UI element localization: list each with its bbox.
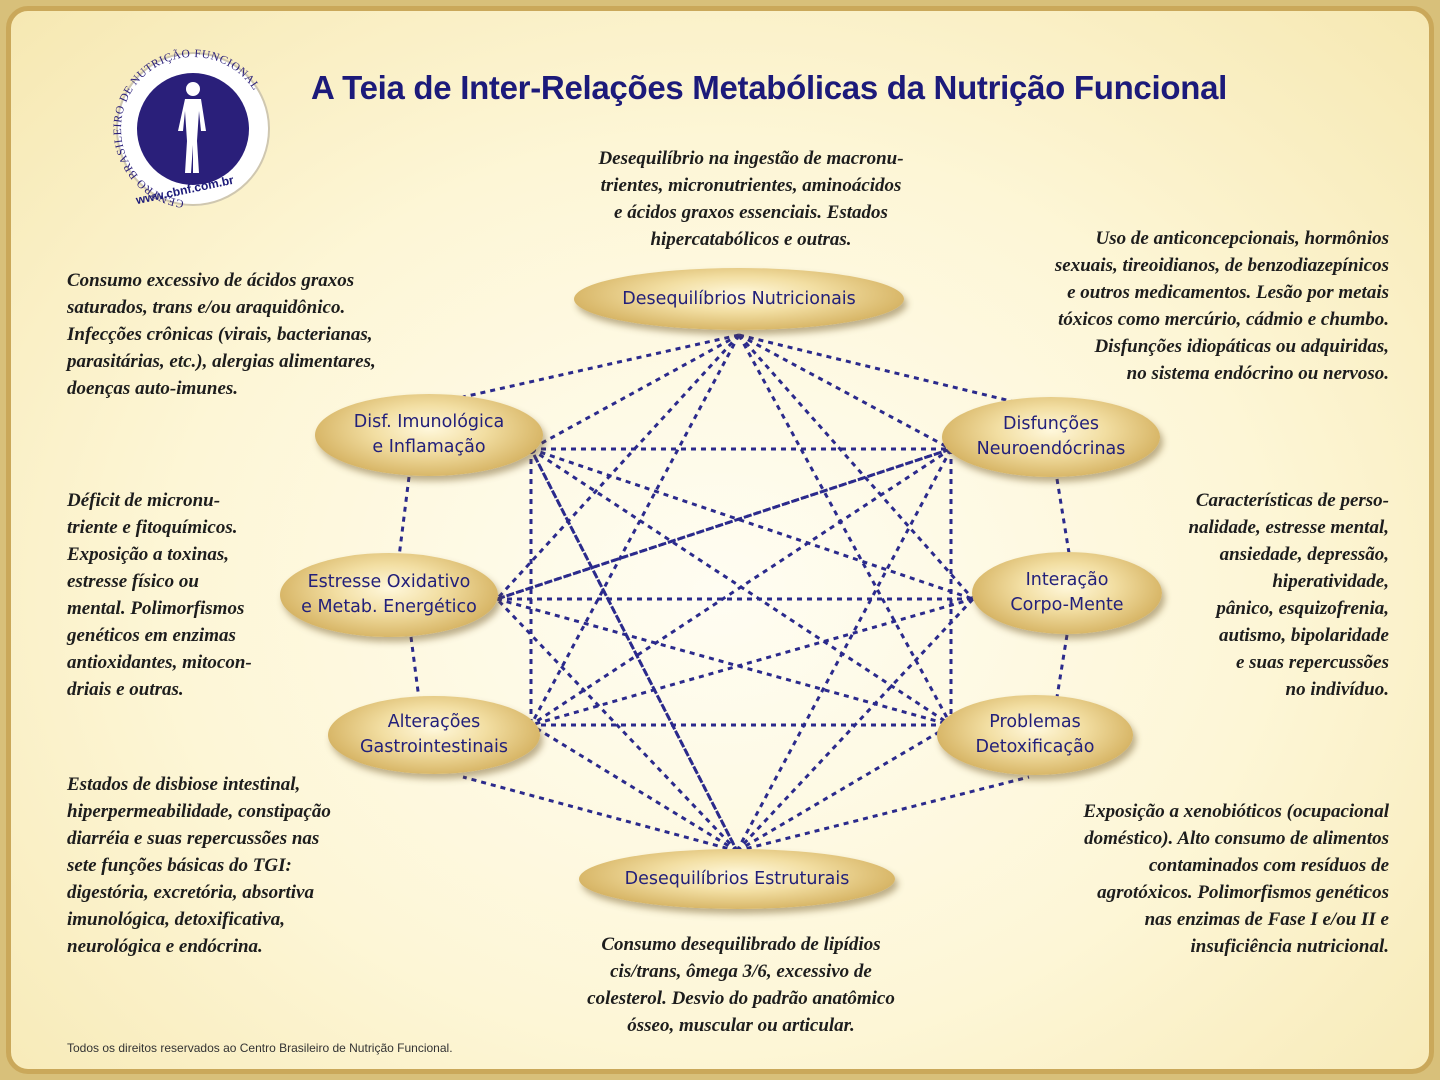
node-nutricionais: Desequilíbrios Nutricionais	[574, 268, 904, 330]
node-detoxificacao: Problemas Detoxificação	[937, 695, 1133, 775]
connection-line-oxid_bot-gastro_top	[409, 636, 421, 700]
connection-line-estruturais-detox_in	[736, 723, 952, 853]
desc-neuroendocrinas: Uso de anticoncepcionais, hormônios sexu…	[1054, 228, 1389, 384]
connection-line-neuro_in-gastro_in	[530, 447, 952, 727]
node-imunologica: Disf. Imunológica e Inflamação	[315, 394, 543, 476]
interrelation-web	[397, 333, 1071, 853]
connection-line-nutricionais-neuro_in	[738, 333, 952, 451]
connection-line-imun_bot-oxid_top	[397, 476, 411, 558]
connection-line-estruturais-gastro_bot	[462, 775, 738, 853]
desc-oxidativo: Déficit de micronu- triente e fitoquímic…	[67, 490, 252, 700]
connection-line-estruturais-corpo_in	[735, 597, 975, 853]
node-estruturais: Desequilíbrios Estruturais	[579, 849, 895, 909]
node-oxidativo: Estresse Oxidativo e Metab. Energético	[280, 553, 498, 637]
desc-nutricionais: Desequilíbrio na ingestão de macronu- tr…	[598, 148, 904, 250]
poster-frame: CENTRO BRASILEIRO DE NUTRIÇÃO FUNCIONAL …	[6, 6, 1434, 1074]
connection-line-nutricionais-gastro_in	[529, 334, 741, 726]
desc-detoxificacao: Exposição a xenobióticos (ocupacional do…	[1083, 801, 1389, 957]
node-corpo-mente: Interação Corpo-Mente	[972, 552, 1162, 634]
desc-estruturais: Consumo desequilibrado de lipídios cis/t…	[587, 934, 895, 1036]
connection-line-imunologica_in-corpo_in	[530, 447, 974, 601]
copyright-footer: Todos os direitos reservados ao Centro B…	[67, 1041, 453, 1055]
node-neuroendocrinas: Disfunções Neuroendócrinas	[942, 397, 1160, 477]
human-figure-icon	[178, 82, 206, 173]
desc-gastro: Estados de disbiose intestinal, hiperper…	[67, 774, 331, 957]
connection-line-nutricionais-imunologica_top	[462, 333, 740, 399]
connection-line-estruturais-oxid_in	[495, 597, 739, 853]
connection-line-estruturais-gastro_in	[530, 723, 738, 853]
connection-line-oxid_in-detox_in	[496, 597, 952, 727]
cbnf-logo: CENTRO BRASILEIRO DE NUTRIÇÃO FUNCIONAL	[113, 49, 270, 209]
connection-line-nutricionais-detox_in	[737, 334, 953, 726]
connection-line-corpo_in-gastro_in	[530, 597, 974, 727]
page-title: A Teia de Inter-Relações Metabólicas da …	[311, 69, 1227, 106]
connection-line-nutricionais-corpo_in	[737, 334, 975, 600]
desc-corpo-mente: Características de perso- nalidade, estr…	[1188, 490, 1389, 700]
connection-line-estruturais-detox_bot	[736, 775, 1030, 853]
desc-imunologica: Consumo excessivo de ácidos graxos satur…	[67, 270, 376, 399]
connection-line-corpo_bot-detox_top	[1055, 634, 1069, 698]
connection-line-neuro_bot-corpo_top	[1055, 478, 1071, 554]
node-gastro: Alterações Gastrointestinais	[328, 696, 540, 774]
